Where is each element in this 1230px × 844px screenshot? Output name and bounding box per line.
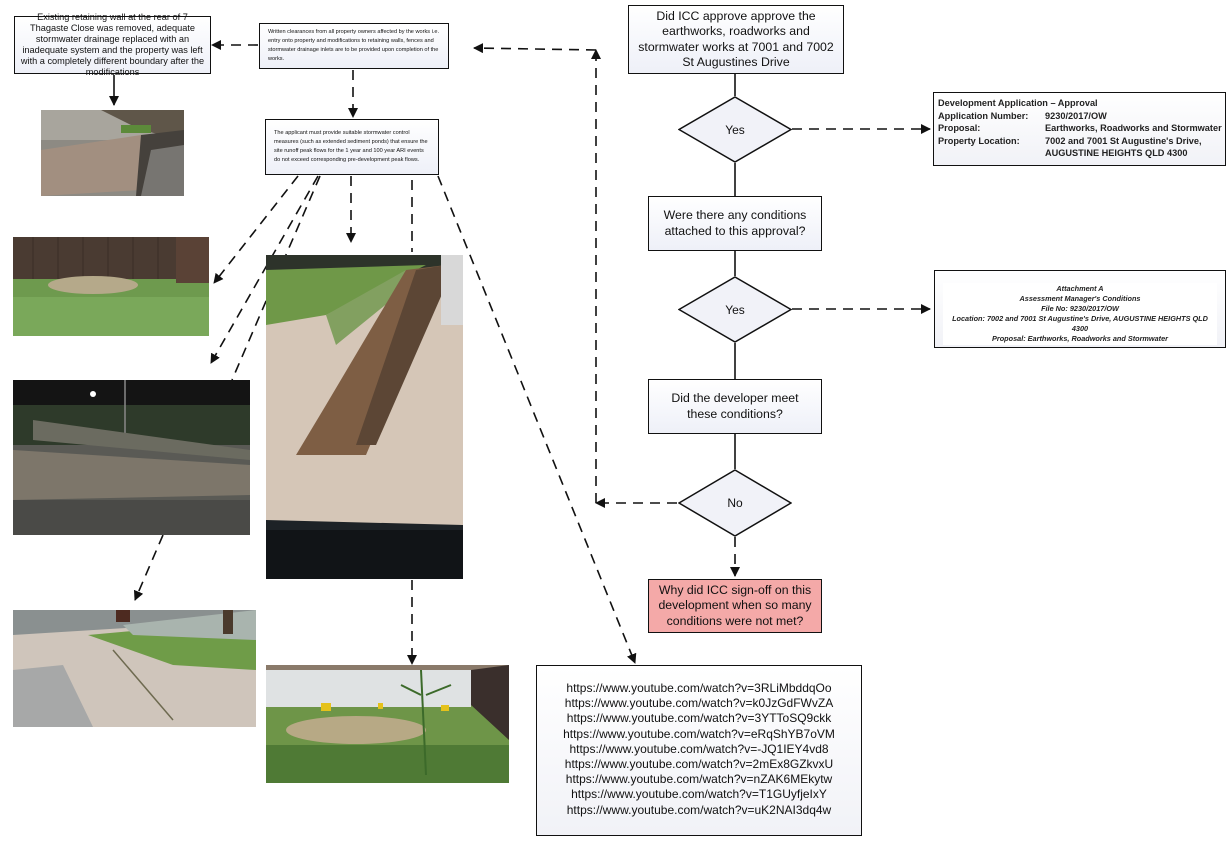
video-link[interactable]: https://www.youtube.com/watch?v=k0JzGdFW… [564, 696, 834, 711]
backyard-fence-photo [13, 237, 209, 336]
flooded-path-photo [266, 255, 463, 579]
approval-doc-value: Earthworks, Roadworks and Stormwater [1045, 123, 1222, 133]
attachment-line: Attachment A [1056, 284, 1104, 293]
question-icc-approval-text: Did ICC approve approve the earthworks, … [638, 8, 834, 70]
approval-doc-label: Proposal: [938, 123, 981, 133]
approval-doc-row: AUGUSTINE HEIGHTS QLD 4300 [938, 147, 1225, 160]
video-link[interactable]: https://www.youtube.com/watch?v=uK2NAI3d… [566, 802, 832, 817]
video-link[interactable]: https://www.youtube.com/watch?v=nZAK6MEk… [565, 772, 833, 787]
video-links-box: https://www.youtube.com/watch?v=3RLiMbdd… [536, 665, 862, 836]
question-icc-approval: Did ICC approve approve the earthworks, … [628, 5, 844, 74]
video-link[interactable]: https://www.youtube.com/watch?v=2mEx8GZk… [564, 757, 834, 772]
arrow-sw-to-links [437, 175, 637, 664]
approval-doc-row: Property Location: 7002 and 7001 St Augu… [938, 135, 1225, 148]
night-road-photo [13, 380, 250, 535]
clearances-condition-text: Written clearances from all property own… [268, 29, 440, 62]
approval-document: Development Application – Approval Appli… [933, 92, 1226, 166]
video-link[interactable]: https://www.youtube.com/watch?v=3YTToSQ9… [566, 711, 832, 726]
construction-site-photo [266, 665, 509, 783]
decision-conditions-label: Yes [725, 302, 745, 317]
attachment-line: File No: 9230/2017/OW [1041, 304, 1119, 313]
final-question-text: Why did ICC sign-off on this development… [658, 582, 812, 628]
approval-doc-row: Application Number: 9230/2017/OW [938, 110, 1225, 123]
retaining-wall-photo [41, 110, 184, 196]
footpath-sediment-photo [13, 610, 256, 727]
attachment-line: Location: 7002 and 7001 St Augustine's D… [952, 314, 1208, 333]
approval-doc-value: AUGUSTINE HEIGHTS QLD 4300 [1045, 148, 1188, 158]
approval-doc-value: 9230/2017/OW [1045, 110, 1107, 121]
decision-conditions-yes: Yes [678, 276, 792, 343]
clearances-condition-box: Written clearances from all property own… [259, 23, 449, 69]
stormwater-condition-text: The applicant must provide suitable stor… [274, 130, 428, 163]
decision-approved-yes: Yes [678, 96, 792, 163]
approval-doc-label: Property Location: [938, 135, 1020, 146]
video-link[interactable]: https://www.youtube.com/watch?v=eRqShYB7… [563, 726, 835, 741]
question-conditions-attached-text: Were there any conditions attached to th… [663, 208, 807, 238]
decision-approved-label: Yes [725, 122, 745, 137]
approval-doc-label [938, 147, 1045, 160]
attachment-line: Proposal: Earthworks, Roadworks and Stor… [992, 334, 1168, 343]
question-conditions-met-text: Did the developer meet these conditions? [671, 391, 799, 421]
arrow-to-clearances [473, 43, 597, 54]
attachment-document: Attachment A Assessment Manager's Condit… [934, 270, 1226, 348]
decision-conditions-no: No [678, 469, 792, 537]
retaining-wall-note-text: Existing retaining wall at the rear of 7… [20, 12, 205, 77]
attachment-line: Assessment Manager's Conditions [1019, 294, 1141, 303]
approval-doc-value: 7002 and 7001 St Augustine's Drive, [1045, 135, 1202, 146]
video-link[interactable]: https://www.youtube.com/watch?v=-JQ1IEY4… [569, 741, 829, 756]
approval-doc-row: Proposal: Earthworks, Roadworks and Stor… [938, 122, 1225, 135]
video-link[interactable]: https://www.youtube.com/watch?v=T1GUyfje… [571, 787, 827, 802]
video-link[interactable]: https://www.youtube.com/watch?v=3RLiMbdd… [566, 681, 832, 695]
question-conditions-met: Did the developer meet these conditions? [648, 379, 822, 434]
question-conditions-attached: Were there any conditions attached to th… [648, 196, 822, 251]
decision-conditions-no-label: No [727, 496, 743, 510]
final-question-box: Why did ICC sign-off on this development… [648, 579, 822, 633]
retaining-wall-note: Existing retaining wall at the rear of 7… [14, 12, 211, 77]
approval-doc-title: Development Application – Approval [938, 98, 1098, 108]
arrow-night-to-footpath [133, 534, 164, 601]
approval-doc-label: Application Number: [938, 110, 1029, 121]
stormwater-condition-box: The applicant must provide suitable stor… [265, 119, 439, 175]
